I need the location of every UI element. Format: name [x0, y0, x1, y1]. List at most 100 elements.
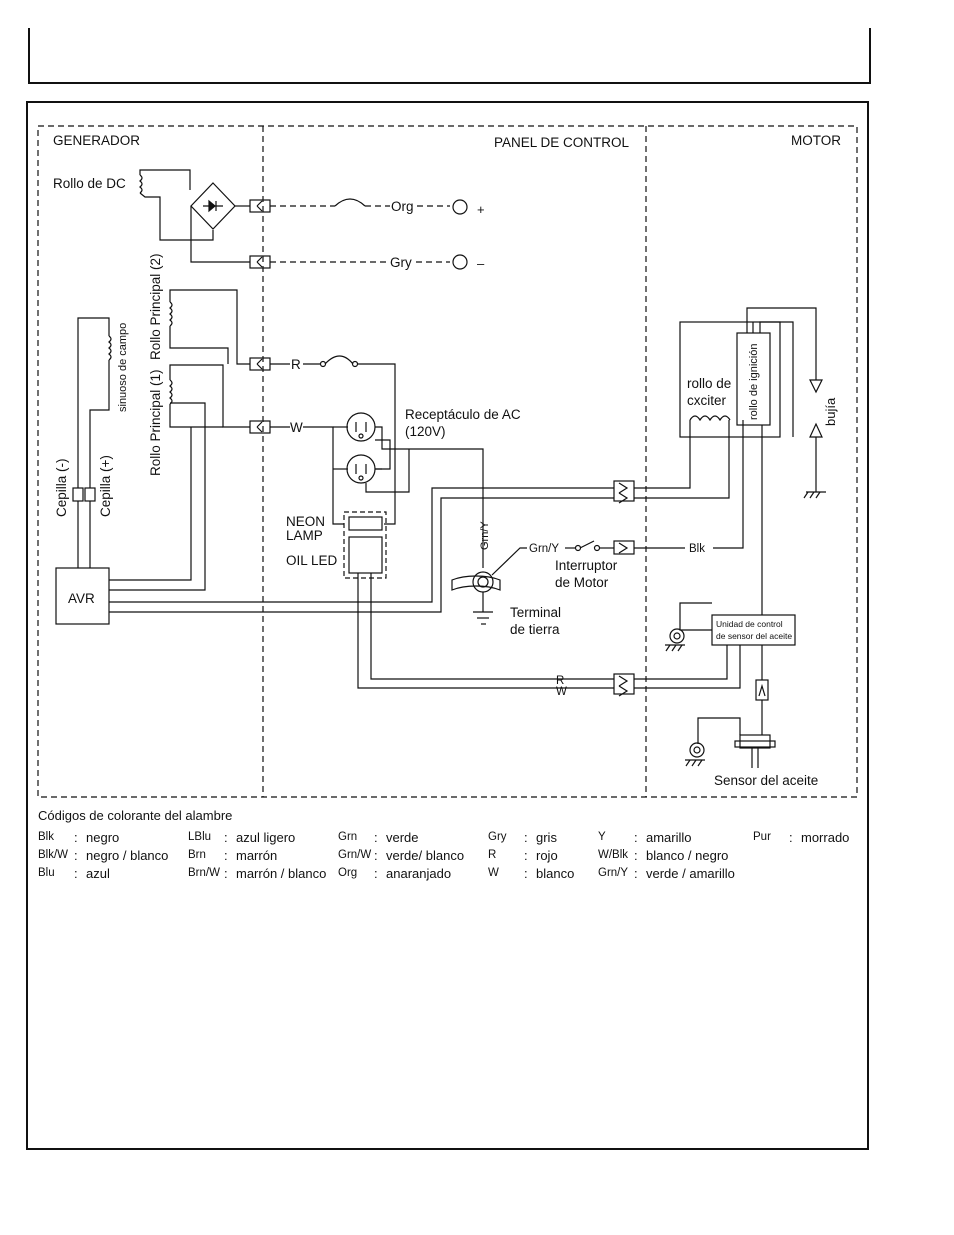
legend-code: Brn: [188, 849, 206, 861]
dc-terminal-pos: [452, 199, 468, 215]
legend-code: Grn/Y: [598, 867, 629, 879]
legend-separator: :: [224, 848, 228, 863]
legend-entry: Grn/W: verde/ blanco: [338, 847, 488, 864]
legend-entry: Brn:marrón: [188, 847, 338, 864]
legend-entry: [753, 847, 853, 864]
legend-entry: Blu:azul: [38, 865, 188, 882]
legend-meaning: azul: [86, 866, 110, 881]
connector-r: [249, 357, 271, 371]
legend-entry: LBlu:azul ligero: [188, 829, 338, 846]
legend-entry: Grn:verde: [338, 829, 488, 846]
main-coil-2-icon: [169, 301, 173, 327]
header-frame: [28, 28, 871, 84]
legend-separator: :: [634, 848, 638, 863]
ac-receptacle-1: [346, 412, 376, 442]
wire-grny-vertical-label: Grn/Y: [479, 521, 491, 550]
dc-coil-label: Rollo de DC: [53, 176, 126, 191]
spark-plug-lower: [809, 422, 823, 438]
wire-w-bottom-label: W: [556, 686, 567, 698]
legend-code: W/Blk: [598, 849, 629, 861]
oil-led-label: OIL LED: [286, 553, 338, 568]
ac-voltage-label: (120V): [405, 424, 446, 439]
legend-meaning: negro: [86, 830, 120, 845]
oil-led-icon: [348, 536, 383, 574]
legend-meaning: blanco: [536, 866, 575, 881]
legend-entry: R:rojo: [488, 847, 598, 864]
legend-separator: :: [634, 830, 638, 845]
legend-code: Grn/W: [338, 849, 372, 861]
legend-meaning: gris: [536, 830, 557, 845]
connector-gry: [249, 255, 271, 269]
section-control-panel: PANEL DE CONTROL: [494, 135, 630, 150]
legend-separator: :: [74, 848, 78, 863]
legend-code: R: [488, 849, 497, 861]
legend-meaning: verde: [386, 830, 419, 845]
exciter-coil-icon: [689, 415, 731, 422]
connector-oil: [613, 673, 635, 695]
legend-code: Y: [598, 831, 606, 843]
section-outline: [37, 125, 858, 798]
legend-entry: [753, 865, 853, 882]
legend-entry: Org:anaranjado: [338, 865, 488, 882]
dc-terminal-neg: [452, 254, 468, 270]
section-generator: GENERADOR: [53, 133, 140, 148]
ac-fuse-icon: [324, 355, 354, 365]
field-coil-icon: [108, 335, 112, 361]
legend-entry: Blk:negro: [38, 829, 188, 846]
legend-separator: :: [524, 866, 528, 881]
ground-terminal-icon: [451, 575, 501, 591]
section-engine: MOTOR: [791, 133, 841, 148]
ignition-coil-label: rollo de ignición: [748, 344, 760, 420]
legend-code: Blu: [38, 867, 55, 879]
legend-separator: :: [224, 830, 228, 845]
neon-lamp-label-1: NEON: [286, 514, 325, 529]
wire-r-label: R: [291, 357, 301, 372]
legend-meaning: amarillo: [646, 830, 692, 845]
diagram-frame: [26, 101, 869, 1150]
legend-code: W: [488, 867, 499, 879]
neon-lamp-label-2: LAMP: [286, 528, 323, 543]
legend-code: Brn/W: [188, 867, 220, 879]
dc-coil-icon: [139, 174, 143, 194]
legend-separator: :: [74, 830, 78, 845]
legend-meaning: blanco / negro: [646, 848, 729, 863]
legend-meaning: anaranjado: [386, 866, 452, 881]
legend-entry: W: blanco: [488, 865, 598, 882]
exciter-coil-label-2: cxciter: [687, 393, 727, 408]
wire-gry-label: Gry: [390, 255, 412, 270]
connector-org: [249, 199, 271, 213]
wire-grny-switch-label: Grn/Y: [529, 543, 559, 555]
neon-lamp-icon: [348, 516, 383, 531]
ground-icon-2: [689, 742, 705, 758]
legend-separator: :: [374, 848, 378, 863]
legend-separator: :: [374, 830, 378, 845]
wire-color-legend: Códigos de colorante del alambre Blk:neg…: [38, 808, 858, 882]
main-coil-1-label: Rollo Principal (1): [148, 369, 163, 476]
ground-terminal-label-1: Terminal: [510, 605, 561, 620]
lamp-enclosure: [343, 511, 387, 579]
legend-entry: Y: amarillo: [598, 829, 753, 846]
wire-org-label: Org: [391, 199, 414, 214]
brush-pos-label: Cepilla (+): [98, 455, 113, 517]
wire-w-label: W: [290, 420, 303, 435]
legend-meaning: negro / blanco: [86, 848, 169, 863]
legend-meaning: azul ligero: [236, 830, 296, 845]
main-coil-1-icon: [169, 379, 173, 405]
spark-plug-label: bujía: [823, 397, 838, 426]
legend-separator: :: [634, 866, 638, 881]
wire-r-bottom-label: R: [556, 675, 564, 687]
ground-terminal-label-2: de tierra: [510, 622, 560, 637]
legend-separator: :: [224, 866, 228, 881]
oil-sensor-connector: [755, 679, 769, 701]
brush-neg-icon: [72, 487, 84, 502]
legend-entry: Blk/W:negro / blanco: [38, 847, 188, 864]
engine-coil-enclosure: [679, 321, 781, 438]
legend-code: Org: [338, 867, 358, 879]
connector-blk: [613, 540, 635, 555]
engine-switch-label-1: Interruptor: [555, 558, 618, 573]
avr-box: [55, 567, 110, 625]
legend-meaning: verde / amarillo: [646, 866, 735, 881]
legend-meaning: verde/ blanco: [386, 848, 465, 863]
ground-icon-1: [669, 628, 685, 644]
fuse-icon: [334, 198, 366, 207]
